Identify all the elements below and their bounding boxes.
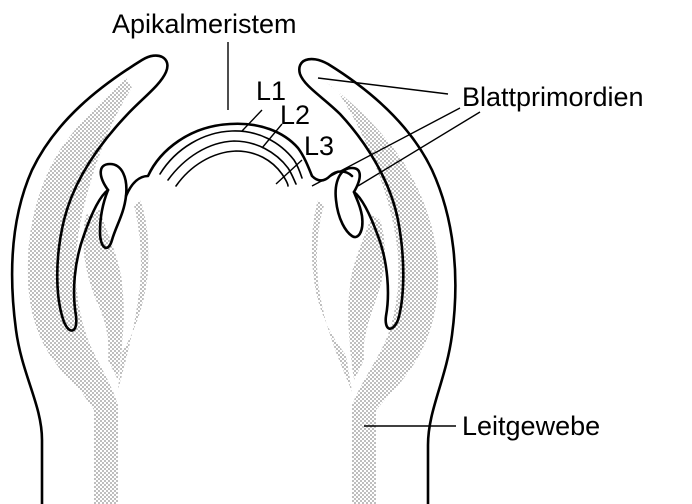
label-l2: L2: [280, 100, 310, 130]
leader-l1: [242, 110, 262, 131]
label-vascular-tissue: Leitgewebe: [462, 411, 600, 441]
layer-l2-boundary: [168, 141, 296, 184]
label-apical-meristem: Apikalmeristem: [112, 9, 297, 39]
leaf-primordium-right-small: [336, 168, 363, 237]
leader-primordium-1: [318, 78, 448, 94]
label-leaf-primordia: Blattprimordien: [462, 82, 644, 112]
label-l3: L3: [304, 131, 334, 161]
vascular-strand-right-outer: [326, 82, 438, 504]
